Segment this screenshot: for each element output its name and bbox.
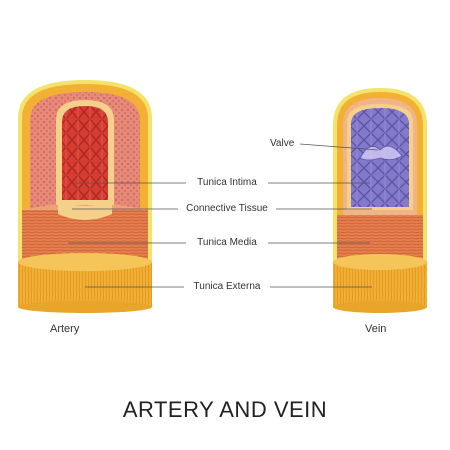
artery-lumen bbox=[62, 106, 108, 200]
label-tunica-externa: Tunica Externa bbox=[193, 281, 261, 292]
diagram-title: ARTERY AND VEIN bbox=[122, 397, 328, 422]
leader-lines bbox=[68, 143, 379, 288]
caption-artery: Artery bbox=[50, 323, 80, 335]
vein-illustration bbox=[333, 88, 427, 313]
leader-valve bbox=[299, 143, 379, 151]
label-tunica-media: Tunica Media bbox=[197, 237, 257, 248]
caption-vein: Vein bbox=[365, 323, 387, 335]
label-tunica-intima: Tunica Intima bbox=[197, 177, 257, 188]
artery-illustration bbox=[18, 80, 152, 313]
label-valve: Valve bbox=[270, 138, 295, 149]
label-connective-tissue: Connective Tissue bbox=[186, 203, 268, 214]
